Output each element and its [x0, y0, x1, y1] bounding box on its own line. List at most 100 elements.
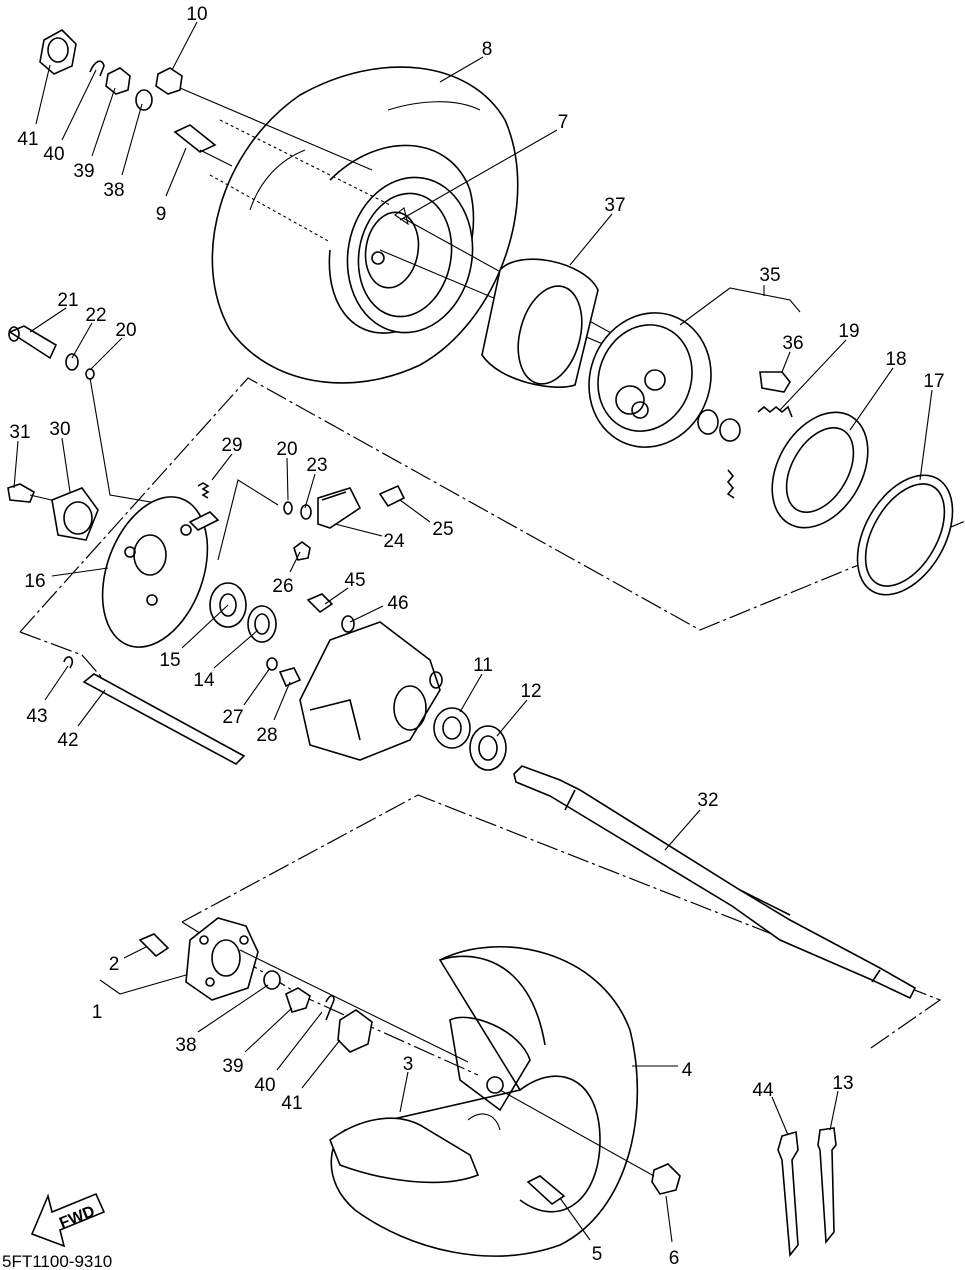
- brake-drum-35: [588, 312, 712, 448]
- callout-c41a: 41: [17, 129, 38, 150]
- bolt-28: [278, 667, 302, 688]
- axis-dotted-upper: [219, 119, 391, 206]
- pin-20-upper: [85, 368, 95, 380]
- callout-c24: 24: [383, 531, 405, 552]
- leader-line-c37: [569, 213, 613, 266]
- leader-line-c40a: [61, 69, 97, 141]
- valve-cap-6: [651, 1163, 681, 1195]
- callout-c43: 43: [26, 706, 47, 727]
- callout-c14: 14: [193, 670, 215, 691]
- rear-axle-32: [513, 765, 917, 1000]
- leader-line-c30: [61, 437, 71, 493]
- leader-line-c13: [829, 1090, 839, 1131]
- callout-c5: 5: [592, 1244, 603, 1265]
- callout-c10: 10: [186, 4, 207, 25]
- callout-c12: 12: [520, 681, 541, 702]
- leader-line-c5: [559, 1197, 591, 1241]
- brake-shoe-18: [771, 411, 869, 529]
- leader-line-c9: [165, 147, 187, 197]
- hub-group-boundary: [19, 377, 965, 633]
- washer-27: [266, 657, 278, 671]
- cotter-23: [300, 504, 312, 520]
- hub-cap-41: [39, 29, 77, 75]
- spring-29: [188, 482, 220, 531]
- leader-line-c43: [44, 665, 69, 701]
- leader-line-c7: [399, 129, 558, 221]
- callout-c22: 22: [85, 305, 106, 326]
- bolt-45: [306, 593, 334, 614]
- callout-c11: 11: [473, 655, 493, 676]
- callout-c8: 8: [482, 39, 493, 60]
- callout-c7: 7: [558, 112, 569, 133]
- hub-group-boundary-lower: [19, 631, 105, 681]
- leader-line-c20b: [286, 457, 289, 501]
- leader-line-c31: [13, 440, 19, 489]
- leader-line-c45: [324, 587, 349, 605]
- callout-c27: 27: [222, 707, 243, 728]
- callout-c23: 23: [306, 455, 327, 476]
- washer-38: [135, 89, 153, 111]
- callout-c19a: 19: [838, 321, 859, 342]
- bracket-1: [99, 974, 187, 995]
- bolt-36: [759, 371, 791, 393]
- bearing-cover-30: [51, 487, 99, 541]
- callout-c28: 28: [256, 725, 277, 746]
- brake-plate-16: [101, 496, 209, 648]
- fwd-arrow-icon: FWD: [30, 1192, 106, 1248]
- leader-line-c3: [399, 1071, 409, 1113]
- leader-line-c29: [211, 453, 233, 481]
- callout-c16: 16: [24, 571, 45, 592]
- valve-5: [526, 1175, 566, 1206]
- tire-lower-4: [330, 946, 639, 1257]
- leader-line-c11: [459, 673, 483, 713]
- rim-lower-3: [329, 1016, 531, 1184]
- bolt-21: [8, 325, 58, 360]
- cotter-pin-40: [89, 60, 105, 77]
- callout-c41b: 41: [281, 1093, 302, 1114]
- callout-c38a: 38: [103, 180, 124, 201]
- leader-line-c12: [496, 699, 528, 737]
- leader-line-c36: [781, 351, 791, 373]
- bearing-11: [433, 707, 471, 749]
- leader-line-c42: [77, 689, 106, 727]
- leader-line-c20a: [89, 337, 123, 371]
- callout-c45: 45: [344, 570, 365, 591]
- leader-line-c26: [289, 551, 301, 573]
- hub-cap-41b: [337, 1009, 373, 1053]
- callout-c15: 15: [159, 650, 180, 671]
- callout-c39b: 39: [222, 1056, 243, 1077]
- axis-dotted-upper-2: [209, 174, 331, 243]
- nut-26: [293, 541, 311, 561]
- wheel-rim-upper: [346, 176, 474, 334]
- nut-39: [105, 67, 131, 95]
- drawing-code: 5FT1100-9310: [2, 1252, 112, 1270]
- callout-c26: 26: [272, 576, 293, 597]
- o-ring-34: [697, 409, 719, 435]
- callout-c30: 30: [49, 419, 70, 440]
- cable-tie-44: [777, 1130, 799, 1258]
- callout-c21: 21: [57, 290, 78, 311]
- leader-line-c28: [273, 681, 291, 721]
- leader-line-c23: [304, 473, 316, 509]
- bolt-25: [378, 484, 406, 508]
- stud-9: [173, 124, 233, 167]
- leader-line-c46: [349, 605, 384, 623]
- callout-c6: 6: [669, 1248, 680, 1269]
- leader-line-c41b: [301, 1039, 341, 1089]
- bolt-2: [138, 933, 170, 958]
- callout-c40b: 40: [254, 1075, 275, 1096]
- pin-20-lower: [283, 501, 293, 515]
- leader-line-c24: [334, 523, 383, 537]
- washer-22: [65, 353, 79, 371]
- callout-c1: 1: [92, 1002, 103, 1023]
- cotter-43: [63, 656, 74, 669]
- final-gear-case: [299, 621, 443, 761]
- leader-line-c44: [771, 1096, 789, 1136]
- leader-line-c41a: [35, 64, 51, 125]
- leader-line-c39a: [91, 87, 116, 157]
- brake-lever-24: [317, 487, 362, 529]
- callout-c20a: 20: [115, 320, 136, 341]
- leader-line-c2: [123, 946, 147, 959]
- nut-39b: [285, 987, 311, 1013]
- callout-c44: 44: [752, 1080, 774, 1101]
